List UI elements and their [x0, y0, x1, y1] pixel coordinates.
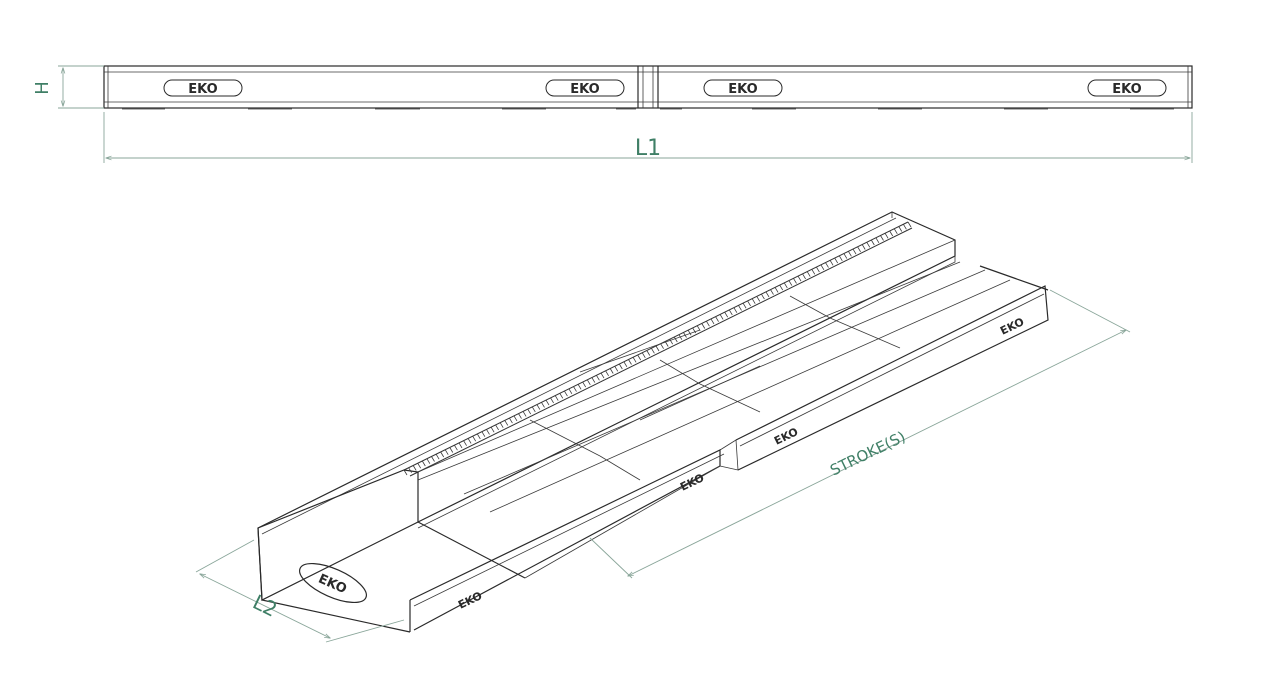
svg-text:EKO: EKO — [772, 425, 800, 448]
svg-text:EKO: EKO — [998, 315, 1026, 338]
isometric-view: EKO EKO EKO EKO EKO — [257, 211, 1049, 633]
width-label: L2 — [249, 590, 281, 622]
logo-rail-1: EKO — [456, 589, 484, 612]
logo-rail-3: EKO — [772, 425, 800, 448]
logo-side-4: EKO — [1087, 79, 1167, 97]
stroke-label: STROKE(S) — [827, 428, 908, 480]
svg-text:EKO: EKO — [188, 82, 217, 97]
front-rail — [409, 265, 1049, 631]
logo-rail-4: EKO — [998, 315, 1026, 338]
length-label: L1 — [635, 136, 661, 161]
height-label: H — [32, 81, 53, 95]
logo-side-1: EKO — [163, 79, 243, 97]
length-dimension: L1 — [103, 112, 1193, 163]
svg-text:EKO: EKO — [456, 589, 484, 612]
svg-text:EKO: EKO — [1112, 82, 1141, 97]
logo-front-cap: EKO — [299, 562, 367, 604]
svg-text:EKO: EKO — [570, 82, 599, 97]
logo-side-2: EKO — [545, 79, 625, 97]
height-dimension: H — [32, 65, 104, 109]
stroke-dimension: STROKE(S) — [589, 289, 1131, 579]
logo-side-3: EKO — [703, 79, 783, 97]
back-rail — [257, 211, 956, 535]
width-dimension: L2 — [195, 539, 405, 643]
svg-text:EKO: EKO — [728, 82, 757, 97]
side-view: EKO EKO EKO EKO — [103, 65, 1193, 110]
svg-text:EKO: EKO — [316, 572, 349, 598]
front-block — [257, 469, 526, 633]
